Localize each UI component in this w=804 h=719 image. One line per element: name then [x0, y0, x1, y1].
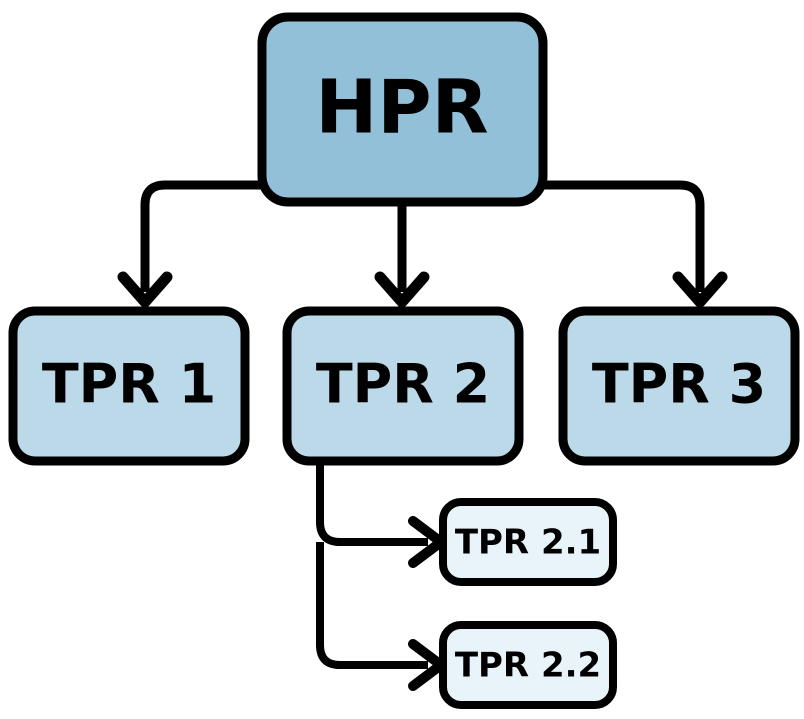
node-tpr1-label: TPR 1 [42, 353, 216, 416]
edge-group-tpr2-children [316, 462, 446, 691]
node-tpr1[interactable]: TPR 1 [8, 306, 250, 466]
arrowhead-down-tpr1 [117, 271, 173, 308]
node-tpr21-shape[interactable] [439, 498, 617, 586]
arrowhead-down-tpr3 [672, 271, 728, 308]
edge-group-hpr-children [117, 180, 728, 308]
node-tpr2-label: TPR 2 [316, 353, 490, 416]
node-tpr22-label: TPR 2.2 [455, 646, 601, 686]
node-tpr22-shape[interactable] [439, 621, 617, 709]
node-tpr2-shape[interactable] [282, 306, 524, 466]
edge-tpr2-to-tpr21 [316, 462, 428, 546]
node-tpr21[interactable]: TPR 2.1 [439, 498, 617, 586]
node-hpr-label: HPR [315, 65, 488, 151]
arrowhead-down-tpr2 [374, 271, 430, 308]
edge-hpr-to-tpr3 [543, 180, 705, 292]
node-tpr3-label: TPR 3 [592, 353, 766, 416]
node-tpr1-shape[interactable] [8, 306, 250, 466]
node-tpr3-shape[interactable] [558, 306, 800, 466]
edge-tpr2-to-tpr22 [316, 542, 428, 669]
node-hpr[interactable]: HPR [257, 12, 548, 207]
node-tpr3[interactable]: TPR 3 [558, 306, 800, 466]
node-tpr22[interactable]: TPR 2.2 [439, 621, 617, 709]
node-tpr2[interactable]: TPR 2 [282, 306, 524, 466]
node-hpr-shape[interactable] [257, 12, 548, 207]
node-tpr21-label: TPR 2.1 [455, 523, 601, 563]
edge-hpr-to-tpr1 [140, 180, 262, 292]
